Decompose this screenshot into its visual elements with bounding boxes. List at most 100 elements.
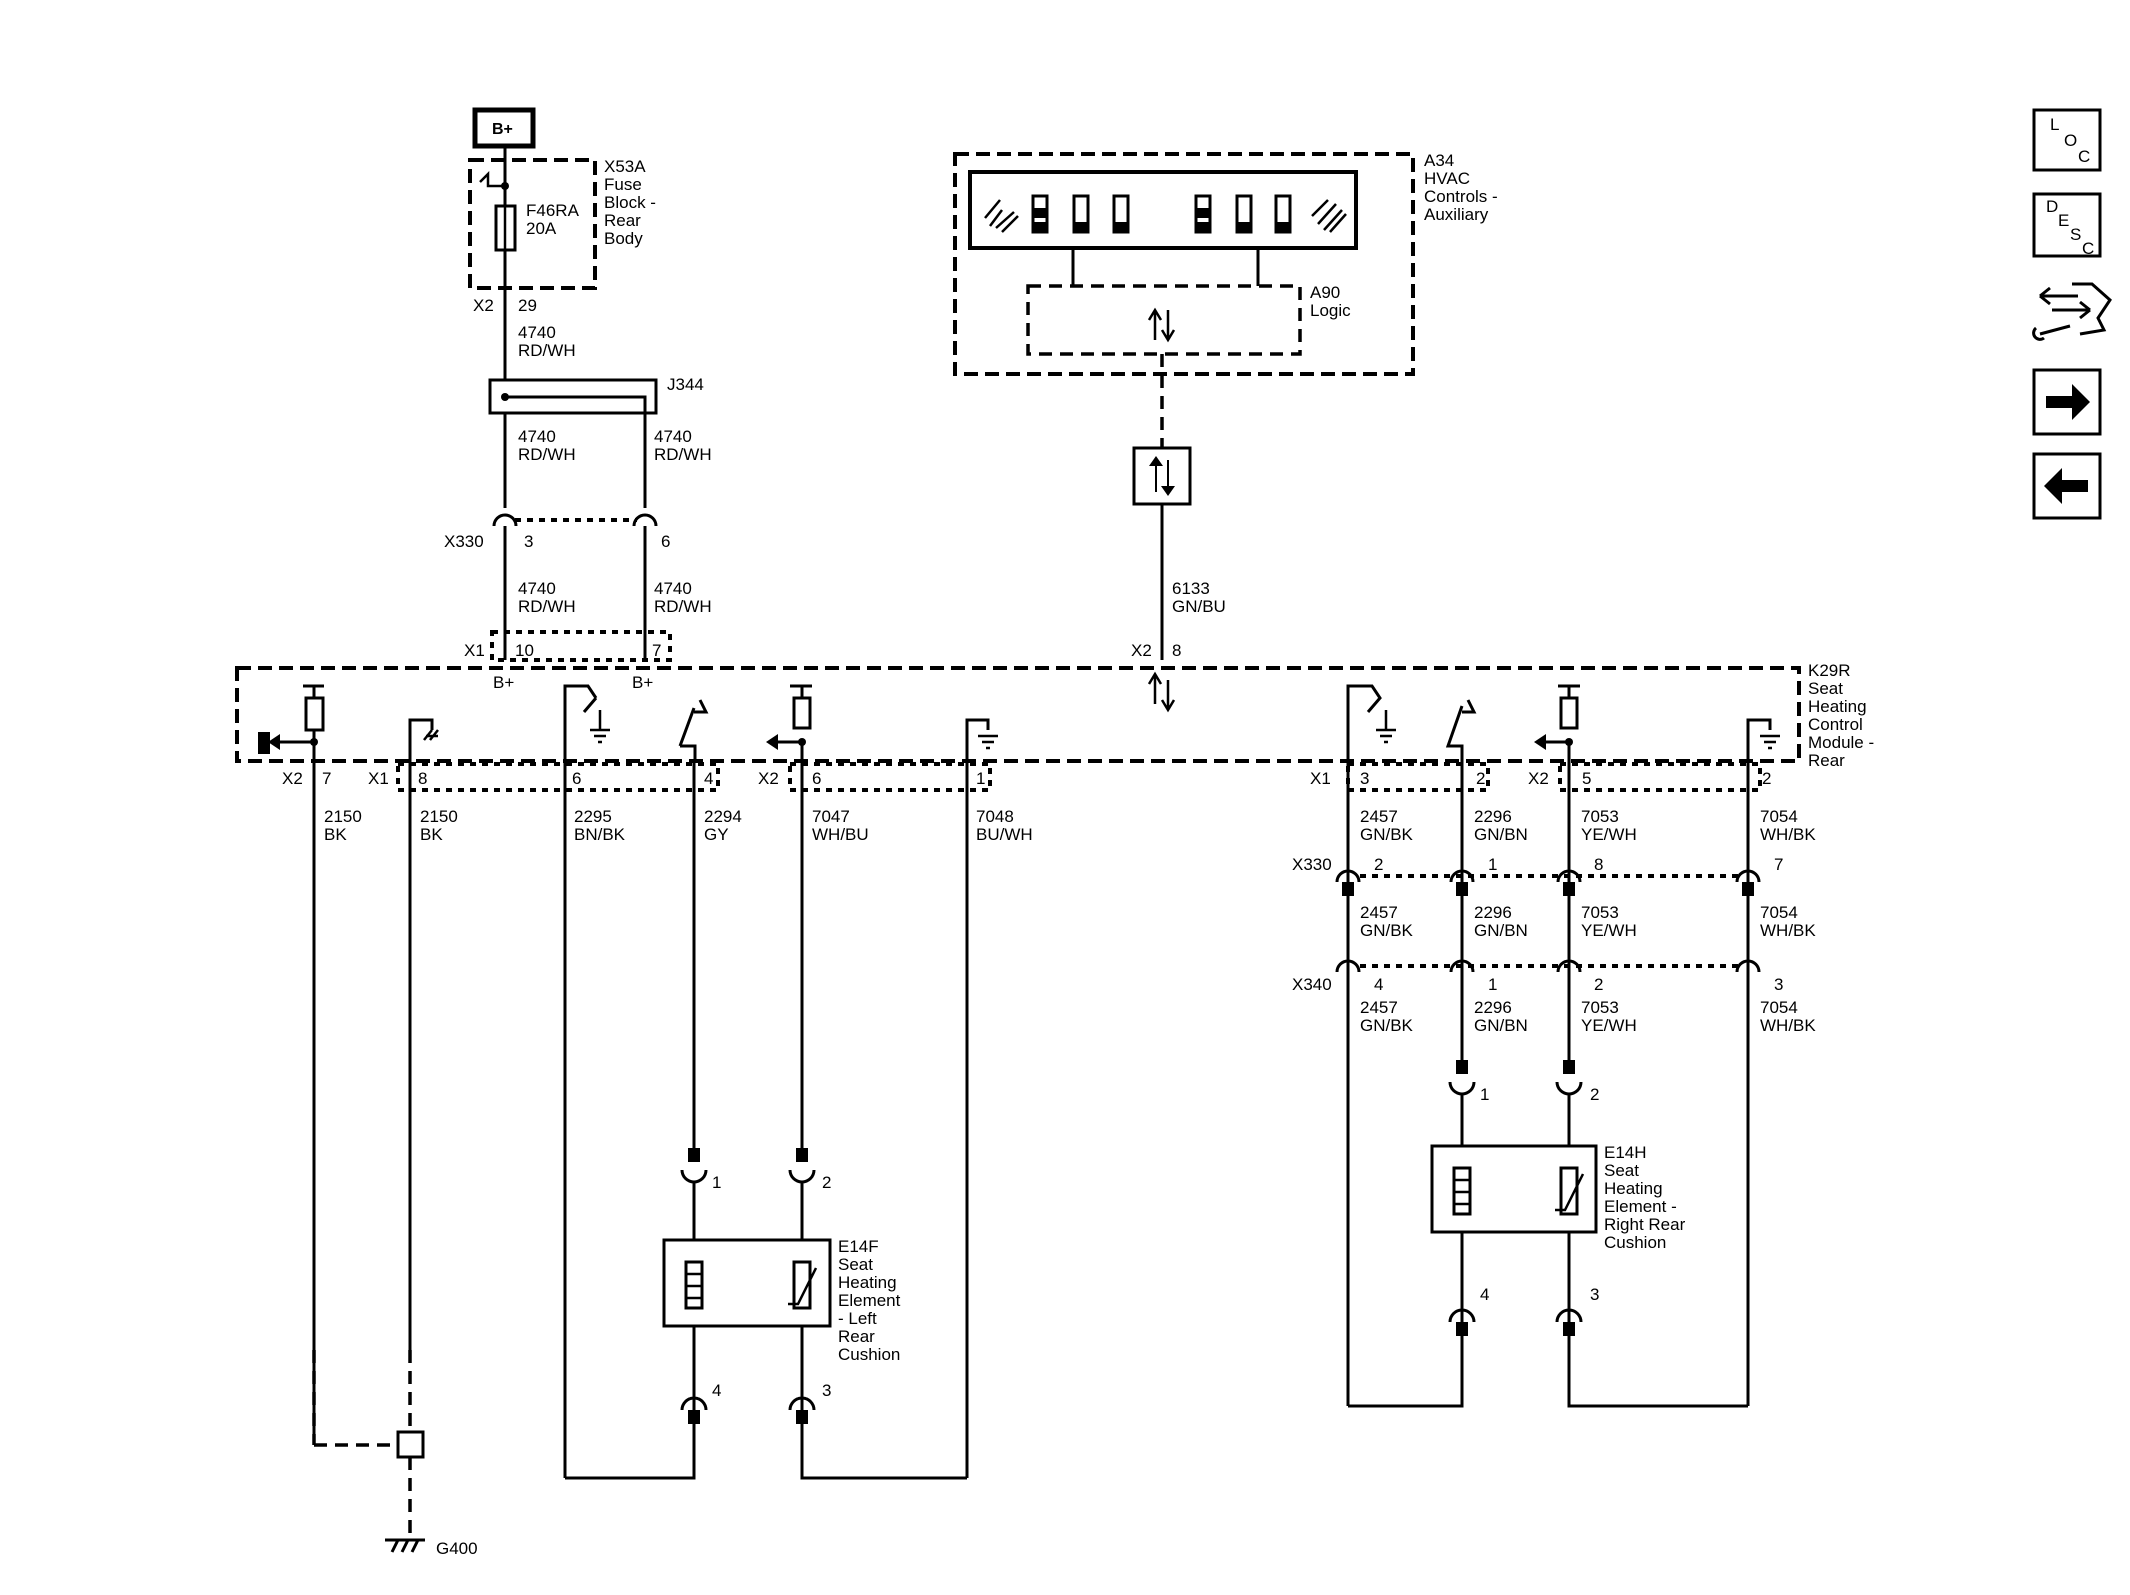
svg-text:GN/BN: GN/BN bbox=[1474, 825, 1528, 844]
svg-text:2: 2 bbox=[1762, 769, 1771, 788]
svg-text:GN/BK: GN/BK bbox=[1360, 1016, 1414, 1035]
svg-text:Rear: Rear bbox=[604, 211, 641, 230]
svg-text:7: 7 bbox=[322, 769, 331, 788]
svg-text:X2: X2 bbox=[1528, 769, 1549, 788]
svg-text:YE/WH: YE/WH bbox=[1581, 1016, 1637, 1035]
wire-2150-b: 2150 BK bbox=[408, 760, 458, 1430]
svg-text:Logic: Logic bbox=[1310, 301, 1351, 320]
wire-7053: 7053 YE/WH 7053 YE/WH 7053 YE/WH bbox=[1581, 807, 1637, 1035]
svg-text:X2: X2 bbox=[1131, 641, 1152, 660]
svg-text:7: 7 bbox=[652, 641, 661, 660]
svg-text:Seat: Seat bbox=[838, 1255, 873, 1274]
splice-j344: J344 bbox=[488, 375, 704, 415]
svg-text:Block -: Block - bbox=[604, 193, 656, 212]
svg-text:GN/BK: GN/BK bbox=[1360, 825, 1414, 844]
svg-text:Seat: Seat bbox=[1808, 679, 1843, 698]
svg-text:6: 6 bbox=[572, 769, 581, 788]
wire-2294: 2294 GY bbox=[704, 807, 742, 844]
svg-text:4740: 4740 bbox=[654, 579, 692, 598]
svg-text:5: 5 bbox=[1582, 769, 1591, 788]
wire-2295: 2295 BN/BK bbox=[574, 807, 626, 844]
svg-text:20A: 20A bbox=[526, 219, 557, 238]
svg-text:2457: 2457 bbox=[1360, 807, 1398, 826]
svg-text:WH/BK: WH/BK bbox=[1760, 1016, 1816, 1035]
svg-text:YE/WH: YE/WH bbox=[1581, 825, 1637, 844]
svg-text:3: 3 bbox=[822, 1381, 831, 1400]
svg-text:4740: 4740 bbox=[518, 427, 556, 446]
svg-text:K29R: K29R bbox=[1808, 661, 1851, 680]
next-arrow-button[interactable] bbox=[2032, 368, 2102, 436]
svg-text:7053: 7053 bbox=[1581, 807, 1619, 826]
svg-text:X330: X330 bbox=[444, 532, 484, 551]
e14f-connector-bottom: 4 3 bbox=[680, 1381, 831, 1424]
svg-text:Heating: Heating bbox=[838, 1273, 897, 1292]
svg-text:1: 1 bbox=[1488, 855, 1497, 874]
ground-g400: G400 bbox=[385, 1538, 478, 1558]
svg-text:F46RA: F46RA bbox=[526, 201, 580, 220]
output-indicator-icon bbox=[258, 732, 270, 754]
hvac-controls-a34: A34 HVAC Controls - Auxiliary A90 Logic bbox=[953, 151, 1498, 376]
wire-2150-a: 2150 BK bbox=[324, 807, 362, 844]
svg-text:Element: Element bbox=[838, 1291, 901, 1310]
svg-text:4: 4 bbox=[1374, 975, 1383, 994]
connector-wrench-icon[interactable] bbox=[2032, 282, 2112, 341]
svg-text:3: 3 bbox=[1590, 1285, 1599, 1304]
svg-text:2: 2 bbox=[1590, 1085, 1599, 1104]
e14f-connector-top: 1 2 bbox=[680, 1148, 831, 1192]
e14h-connector-top: 1 2 bbox=[1448, 1060, 1599, 1104]
svg-text:3: 3 bbox=[1360, 769, 1369, 788]
wire-7048: 7048 BU/WH bbox=[976, 807, 1033, 844]
inline-connector-x330: X330 2 1 8 7 bbox=[1292, 855, 1783, 896]
svg-text:7053: 7053 bbox=[1581, 903, 1619, 922]
svg-text:7054: 7054 bbox=[1760, 903, 1798, 922]
svg-text:29: 29 bbox=[518, 296, 537, 315]
svg-text:8: 8 bbox=[418, 769, 427, 788]
svg-text:G400: G400 bbox=[436, 1539, 478, 1558]
hvac-switch-panel bbox=[968, 170, 1358, 250]
svg-text:4740: 4740 bbox=[518, 323, 556, 342]
svg-text:8: 8 bbox=[1172, 641, 1181, 660]
seat-heating-element-left-e14f: E14F Seat Heating Element - Left Rear Cu… bbox=[662, 1237, 901, 1364]
svg-text:GN/BN: GN/BN bbox=[1474, 921, 1528, 940]
prev-arrow-button[interactable] bbox=[2032, 452, 2102, 520]
svg-text:X2: X2 bbox=[282, 769, 303, 788]
svg-text:- Left: - Left bbox=[838, 1309, 877, 1328]
svg-text:WH/BK: WH/BK bbox=[1760, 921, 1816, 940]
bidirectional-data-icon bbox=[1147, 307, 1176, 343]
loc-button[interactable]: L O C bbox=[2032, 108, 2102, 172]
svg-text:7054: 7054 bbox=[1760, 998, 1798, 1017]
svg-text:WH/BK: WH/BK bbox=[1760, 825, 1816, 844]
svg-text:GN/BN: GN/BN bbox=[1474, 1016, 1528, 1035]
svg-text:X53A: X53A bbox=[604, 157, 646, 176]
thermistor-icon bbox=[792, 1260, 812, 1310]
indicator-leds-right bbox=[1194, 194, 1292, 234]
svg-text:Fuse: Fuse bbox=[604, 175, 642, 194]
wire-7054: 7054 WH/BK 7054 WH/BK 7054 WH/BK bbox=[1760, 807, 1816, 1035]
svg-text:4: 4 bbox=[1480, 1285, 1489, 1304]
svg-text:4740: 4740 bbox=[654, 427, 692, 446]
svg-text:X1: X1 bbox=[464, 641, 485, 660]
svg-text:Controls -: Controls - bbox=[1424, 187, 1498, 206]
svg-text:C: C bbox=[2082, 239, 2094, 258]
svg-text:4: 4 bbox=[712, 1381, 721, 1400]
ground-splice bbox=[396, 1430, 425, 1459]
svg-text:X330: X330 bbox=[1292, 855, 1332, 874]
arrow-left-icon bbox=[2044, 468, 2088, 504]
svg-text:2296: 2296 bbox=[1474, 998, 1512, 1017]
svg-text:7054: 7054 bbox=[1760, 807, 1798, 826]
svg-text:E14H: E14H bbox=[1604, 1143, 1647, 1162]
svg-text:1: 1 bbox=[1488, 975, 1497, 994]
svg-text:Rear: Rear bbox=[838, 1327, 875, 1346]
svg-text:O: O bbox=[2064, 131, 2077, 150]
svg-text:Control: Control bbox=[1808, 715, 1863, 734]
svg-text:1: 1 bbox=[976, 769, 985, 788]
svg-text:7047: 7047 bbox=[812, 807, 850, 826]
thermistor-icon bbox=[1559, 1166, 1579, 1216]
svg-text:Heating: Heating bbox=[1604, 1179, 1663, 1198]
svg-text:2296: 2296 bbox=[1474, 807, 1512, 826]
svg-text:BU/WH: BU/WH bbox=[976, 825, 1033, 844]
svg-text:Seat: Seat bbox=[1604, 1161, 1639, 1180]
svg-text:L: L bbox=[2050, 115, 2059, 134]
desc-button[interactable]: D E S C bbox=[2032, 192, 2102, 258]
